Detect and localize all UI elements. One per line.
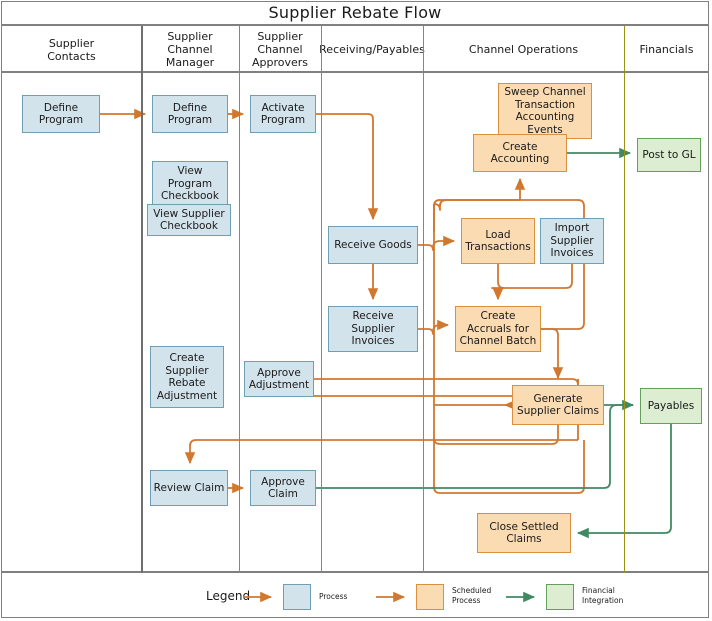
legend-title: Legend [206, 589, 251, 603]
lane-divider-financials [624, 26, 625, 573]
lane-header-financials: Financials [624, 26, 709, 73]
legend-arrow-scheduled-process [376, 591, 406, 603]
lane-header-channel-operations: Channel Operations [423, 26, 624, 73]
lane-divider-receiving-payables [321, 26, 322, 573]
lane-divider-supplier-channel-approvers [239, 26, 240, 573]
lane-divider-channel-operations [423, 26, 424, 573]
node-label: Review Claim [153, 481, 225, 494]
node-review-claim[interactable]: Review Claim [150, 470, 228, 506]
legend-swatch-scheduled-process [416, 584, 444, 610]
lane-divider-supplier-channel-manager [141, 26, 143, 573]
node-label: Payables [647, 399, 695, 412]
page-title: Supplier Rebate Flow [1, 1, 709, 26]
node-post-to-gl[interactable]: Post to GL [637, 138, 701, 172]
lane-body [1, 73, 709, 573]
lane-header-label: Channel Operations [468, 43, 579, 56]
lane-header-label: Receiving/Payables [319, 43, 425, 56]
lane-header-label: Financials [639, 43, 694, 56]
legend-swatch-process [283, 584, 311, 610]
node-receive-goods[interactable]: Receive Goods [328, 226, 418, 264]
lane-header-receiving-payables: Receiving/Payables [319, 26, 425, 73]
legend-label-process: Process [319, 592, 348, 601]
node-label: Post to GL [642, 148, 696, 161]
node-label: Receive Goods [334, 238, 412, 251]
node-payables[interactable]: Payables [640, 388, 702, 424]
legend-arrow-process [243, 591, 273, 603]
legend-swatch-financial-integration [546, 584, 574, 610]
legend-arrow-financial-integration [506, 591, 536, 603]
